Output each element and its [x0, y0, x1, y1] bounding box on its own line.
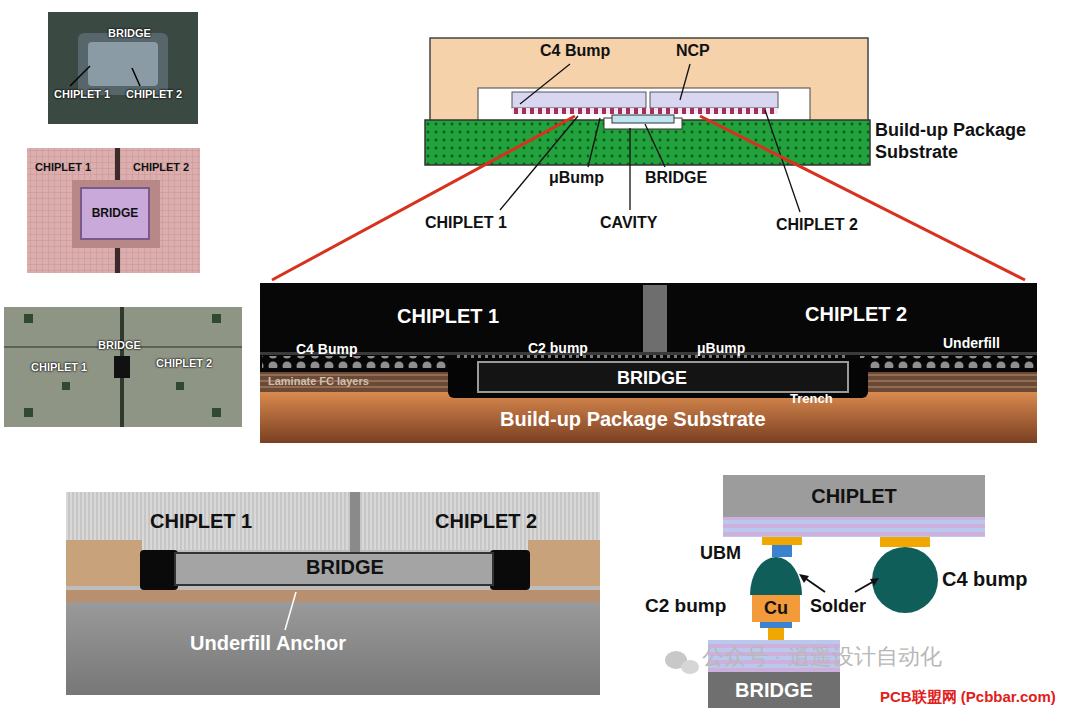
- part-label: NCP: [676, 42, 710, 60]
- node-text: CHIPLET 2: [126, 88, 182, 101]
- part-label: CHIPLET 1: [425, 214, 507, 232]
- part-label: BRIDGE: [645, 169, 707, 187]
- node-text: CHIPLET 1: [54, 88, 110, 101]
- node-text: BRIDGE: [92, 207, 139, 221]
- node-text: CHIPLET 1: [31, 361, 87, 374]
- node-text: C2 bump: [528, 340, 588, 356]
- node-text: μBump: [697, 340, 745, 356]
- part-label: C4 Bump: [540, 42, 610, 60]
- node-text: CHIPLET: [811, 485, 897, 508]
- node-text: CHIPLET 2: [133, 161, 189, 174]
- node-text: BRIDGE: [98, 339, 141, 352]
- top-view-photo: BRIDGE CHIPLET 1 CHIPLET 2: [4, 307, 242, 427]
- node-text: CHIPLET 2: [435, 510, 537, 533]
- node-text: Laminate FC layers: [268, 375, 369, 388]
- node-text: CHIPLET 1: [35, 161, 91, 174]
- node-text: CHIPLET 2: [156, 357, 212, 370]
- node-text: C4 Bump: [296, 341, 357, 357]
- package-photo: BRIDGE CHIPLET 1 CHIPLET 2: [48, 12, 198, 124]
- node-text: Underfill: [943, 335, 1000, 351]
- copper-pillar: Cu: [752, 595, 800, 622]
- node-text: BRIDGE: [306, 556, 384, 579]
- part-label: UBM: [700, 543, 741, 564]
- node-text: CHIPLET 1: [150, 510, 252, 533]
- bridge-die: BRIDGE: [80, 187, 150, 240]
- node-text: BRIDGE: [735, 679, 813, 702]
- node-text: CHIPLET 2: [805, 303, 907, 326]
- part-label: C2 bump: [645, 595, 726, 617]
- node-text: BRIDGE: [108, 27, 151, 40]
- part-label: μBump: [549, 169, 604, 187]
- chiplet-box: CHIPLET: [723, 475, 985, 517]
- part-label: C4 bump: [942, 568, 1028, 591]
- node-text: CHIPLET 1: [397, 305, 499, 328]
- die-photo: CHIPLET 1 CHIPLET 2 BRIDGE: [27, 148, 200, 273]
- node-text: BRIDGE: [617, 368, 687, 389]
- part-label: CHIPLET 2: [776, 216, 858, 234]
- part-label: CAVITY: [600, 214, 657, 232]
- package-substrate: Build-up Package Substrate: [425, 120, 870, 165]
- node-text: Build-up Package Substrate: [500, 408, 766, 431]
- node-text: Build-up Package Substrate: [875, 120, 1060, 163]
- watermark: 公众号 · 逍遥设计自动化: [702, 644, 942, 669]
- anchor-photo: CHIPLET 1 CHIPLET 2 BRIDGE Underfill Anchor: [66, 492, 600, 695]
- node-text: Cu: [764, 598, 788, 619]
- part-label: Solder: [810, 596, 866, 617]
- node-text: Trench: [790, 392, 833, 407]
- bridge-box: BRIDGE: [708, 672, 840, 708]
- watermark: PCB联盟网 (Pcbbar.com): [878, 688, 1058, 705]
- cross-section-photo: CHIPLET 1 CHIPLET 2 C4 Bump C2 bump μBump Und…: [260, 283, 1037, 443]
- node-text: Underfill Anchor: [190, 632, 346, 655]
